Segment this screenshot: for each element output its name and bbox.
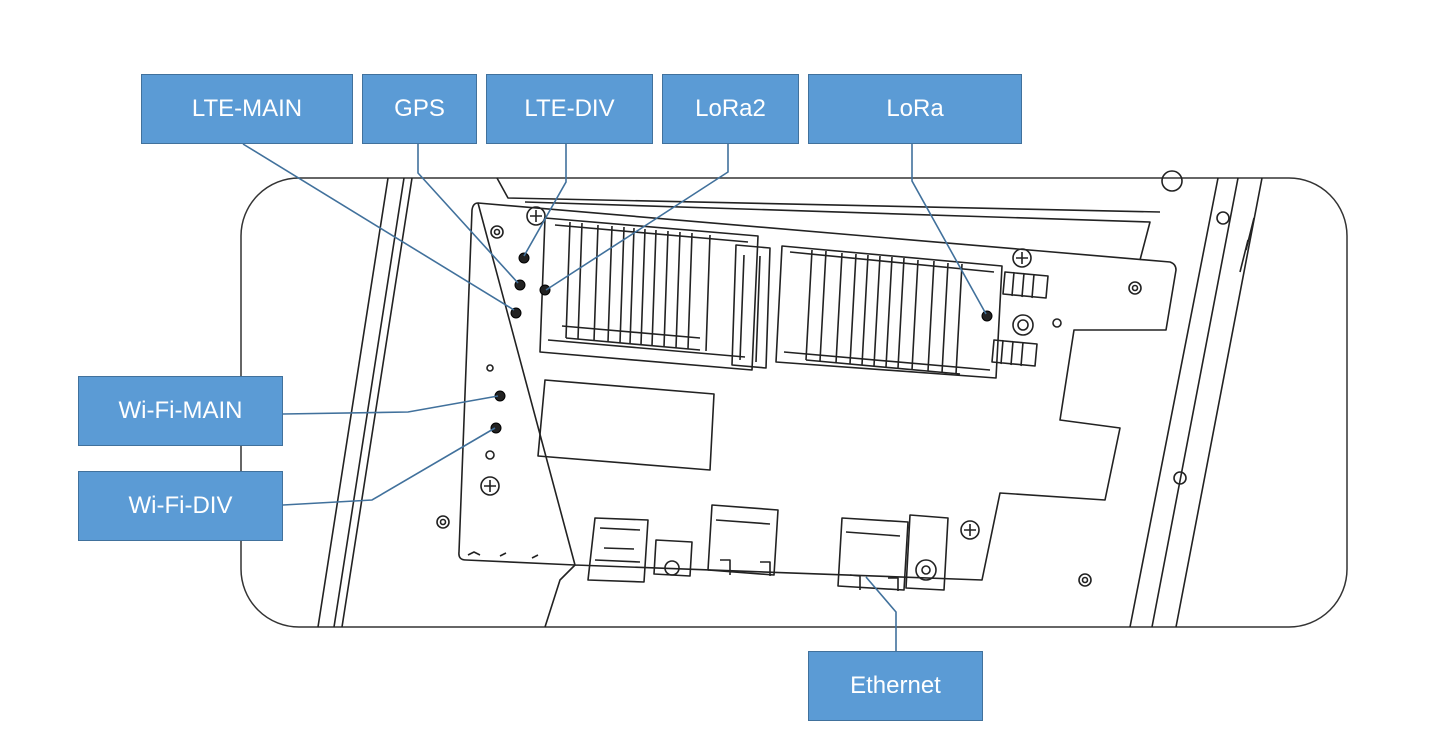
label-wifi-div: Wi-Fi-DIV (78, 471, 283, 541)
label-ethernet: Ethernet (808, 651, 983, 721)
connector-wifi-div (490, 422, 502, 434)
display-window (537, 379, 715, 471)
label-lte-div: LTE-DIV (486, 74, 653, 144)
sim-slot (587, 517, 649, 583)
connector-lora (981, 310, 993, 322)
connector-lora2 (539, 284, 551, 296)
label-gps: GPS (362, 74, 477, 144)
leader-ethernet (865, 576, 897, 651)
power-jack-left (653, 539, 693, 577)
leader-wifi-main (282, 395, 499, 415)
power-jack-right (905, 514, 949, 591)
leader-lora2 (545, 144, 729, 291)
leader-lte-main (242, 143, 515, 311)
rj45-right (837, 517, 909, 591)
enclosure-left-rail (317, 177, 413, 628)
leader-lte-div (523, 144, 567, 257)
main-pcb (458, 202, 1177, 628)
rj45-left (707, 504, 779, 576)
leader-lines (242, 143, 987, 651)
label-lte-main: LTE-MAIN (141, 74, 353, 144)
leader-wifi-div (282, 427, 496, 506)
label-wifi-main: Wi-Fi-MAIN (78, 376, 283, 446)
enclosure-right-rail (1129, 177, 1263, 628)
enclosure-outline (240, 177, 1348, 628)
connector-lte-div (518, 252, 530, 264)
module-1 (539, 217, 759, 371)
module-2 (775, 245, 1003, 379)
leader-gps (417, 144, 519, 284)
leader-lora (911, 144, 987, 315)
label-lora2: LoRa2 (662, 74, 799, 144)
antenna-connectors (490, 252, 993, 434)
label-lora: LoRa (808, 74, 1022, 144)
